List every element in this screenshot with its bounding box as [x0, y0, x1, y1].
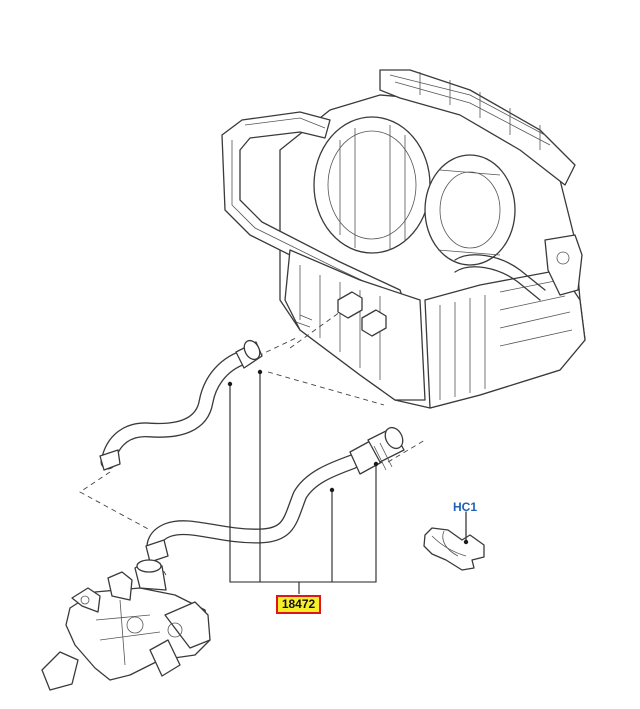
part-callout-leaders	[227, 369, 379, 594]
heater-housing-assembly	[221, 69, 586, 409]
clip-reference-label[interactable]: HC1	[453, 500, 478, 514]
heater-hose-lower	[145, 426, 405, 563]
heater-hose-upper	[99, 339, 263, 471]
alignment-guides	[79, 311, 426, 576]
hose-clip	[423, 511, 485, 571]
part-number-callout[interactable]: 18472	[276, 595, 321, 614]
thermostat-housing	[41, 559, 211, 691]
